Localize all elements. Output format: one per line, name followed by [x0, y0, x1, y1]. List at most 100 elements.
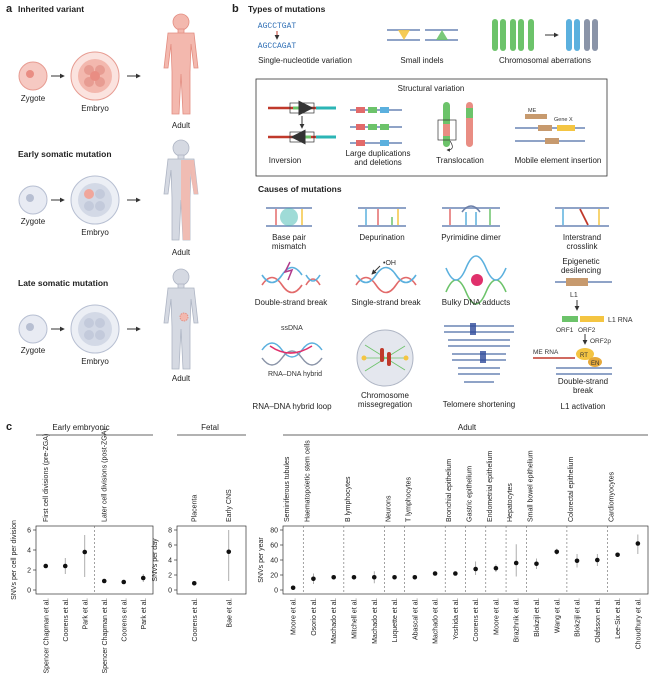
zygote-late [18, 314, 48, 344]
zygote-label: Zygote [21, 94, 46, 103]
me-rna-label: ME RNA [533, 349, 559, 356]
category-label: Osorio et al. [311, 598, 318, 636]
data-point [615, 552, 620, 558]
y-tick-label: 4 [27, 548, 31, 555]
y-tick-label: 0 [168, 588, 172, 595]
missegregation-icon [356, 329, 414, 387]
data-point [121, 579, 127, 585]
data-point [534, 561, 539, 567]
mobile-element-icon: ME Gene X [515, 108, 585, 144]
row2-title: Early somatic mutation [18, 149, 112, 159]
category-label: Abascal et al. [412, 598, 419, 640]
panel-b: b Types of mutations AGCCTGAT AGCCAGAT S… [232, 3, 633, 411]
category-label: Coorens et al. [192, 598, 199, 642]
panel-a: a Inherited variant Zygote Embryo Adult … [6, 3, 199, 383]
column-header: Endometrial epithelium [487, 451, 494, 522]
l1-epigenetic: Epigenetic [562, 257, 599, 266]
data-point [574, 558, 580, 564]
type-chromosomal: Chromosomal aberrations [499, 56, 591, 65]
data-point [191, 580, 197, 586]
row1-title: Inherited variant [18, 4, 84, 14]
cause-crosslink-2: crosslink [566, 242, 598, 251]
orf2-label: ORF2 [578, 327, 596, 334]
data-point [493, 565, 499, 571]
column-header: Placenta [191, 495, 198, 522]
data-point [226, 549, 232, 555]
category-label: Machado et al. [433, 598, 440, 644]
category-label: Spencer Chapman et al. [43, 598, 50, 674]
column-header: Neurons [385, 495, 392, 522]
embryo-late [70, 304, 120, 354]
data-point [432, 571, 438, 576]
category-label: Machado et al. [372, 598, 379, 644]
panel-a-letter: a [6, 3, 13, 15]
category-label: Machado et al. [331, 598, 338, 644]
sv-translocation: Translocation [436, 156, 484, 165]
l1-dsb-1: Double-strand [558, 377, 608, 386]
cause-crosslink-1: Interstrand [563, 233, 601, 242]
adult-label: Adult [172, 248, 191, 257]
bulky-adduct-icon [445, 255, 507, 305]
causes-title: Causes of mutations [258, 184, 342, 194]
mismatch-icon [266, 207, 312, 227]
data-point [635, 541, 641, 546]
category-label: Park et al. [141, 598, 148, 630]
mosaic-region [181, 160, 198, 240]
gene-x-label: Gene X [554, 117, 573, 123]
l1-desilencing: desilencing [561, 266, 601, 275]
group-early-embryonic: Early embryonic [52, 423, 109, 432]
category-label: Yoshida et al. [453, 598, 460, 640]
adult-label: Adult [172, 374, 191, 383]
column-header: T lymphocytes [406, 477, 413, 522]
data-point [554, 549, 560, 555]
oh-label: •OH [383, 260, 396, 267]
y-tick-label: 6 [168, 543, 172, 550]
l1-dsb-2: break [573, 386, 594, 395]
group-fetal: Fetal [201, 423, 219, 432]
plot-frame [176, 525, 247, 595]
category-label: Mitchell et al. [351, 598, 358, 639]
data-point [412, 574, 418, 580]
rna-dna-hybrid-icon: ssDNA RNA–DNA hybrid [261, 325, 323, 378]
sv-dup-1: Large duplications [346, 149, 411, 158]
embryo-inherited [70, 51, 120, 101]
cause-hybrid-loop: RNA–DNA hybrid loop [252, 402, 332, 411]
column-header: Seminiferous tubules [284, 456, 291, 522]
sequence-bottom: AGCCAGAT [258, 42, 297, 51]
column-header: First cell divisions (pre-ZGA) [43, 434, 50, 522]
category-label: Brazhnik et al. [514, 598, 521, 642]
l1-rna-label: L1 RNA [608, 317, 633, 324]
telomere-icon [444, 323, 514, 383]
column-header: Small bowel epithelium [527, 450, 534, 522]
group-adult: Adult [458, 423, 477, 432]
category-label: Blokzijl et al. [575, 598, 582, 637]
data-point [513, 560, 519, 566]
category-label: Wang et al. [554, 598, 561, 633]
dup-del-icon [350, 107, 402, 146]
data-point [82, 549, 88, 555]
y-axis-label: SNVs per year [258, 537, 265, 583]
y-tick-label: 0 [27, 588, 31, 595]
y-tick-label: 8 [168, 528, 172, 535]
column-header: Colorectal epithelium [568, 456, 575, 522]
adult-label: Adult [172, 121, 191, 130]
category-label: Blokzijl et al. [534, 598, 541, 637]
double-strand-break-icon [261, 261, 321, 294]
cause-pyrimidine-dimer: Pyrimidine dimer [441, 233, 501, 242]
zygote-label: Zygote [21, 346, 46, 355]
y-tick-label: 20 [270, 573, 278, 580]
category-label: Park et al. [82, 598, 89, 630]
y-tick-label: 2 [168, 573, 172, 580]
me-label: ME [528, 108, 537, 114]
y-tick-label: 60 [270, 543, 278, 550]
column-header: Later cell divisions (post-ZGA) [101, 428, 108, 522]
sv-title: Structural variation [398, 84, 465, 93]
category-label: Moore et al. [291, 598, 298, 635]
category-label: Moore et al. [493, 598, 500, 635]
cause-ssb: Single-strand break [351, 298, 421, 307]
category-label: Choudhury et al. [635, 598, 642, 649]
data-point [595, 557, 600, 563]
category-label: Bae et al. [226, 598, 233, 628]
